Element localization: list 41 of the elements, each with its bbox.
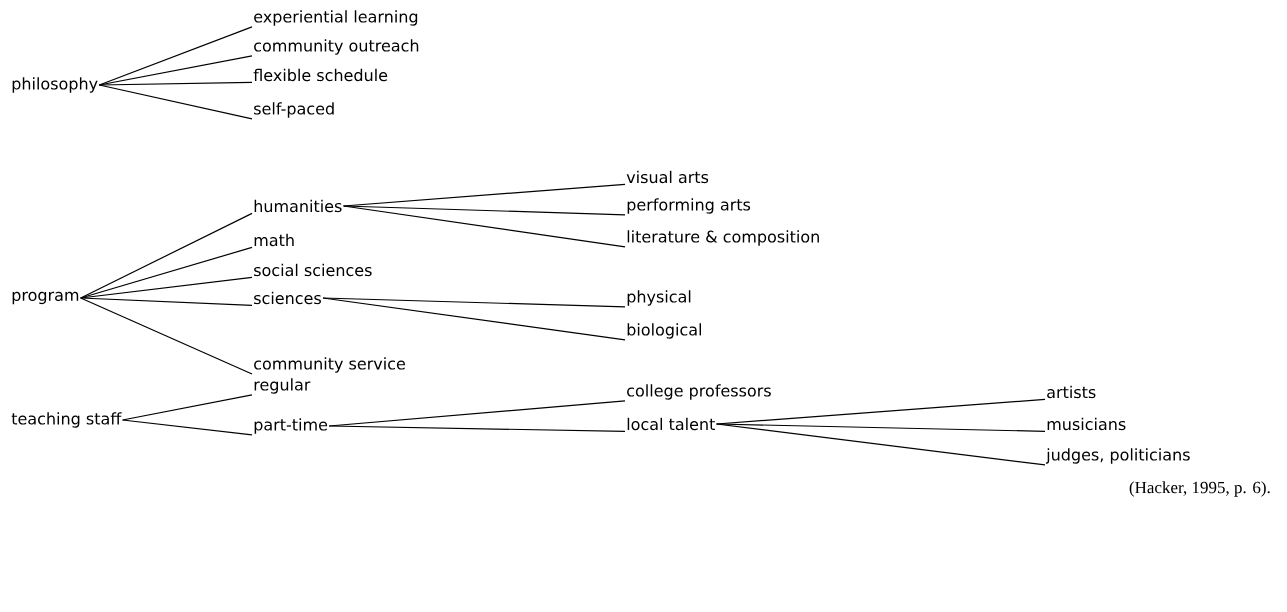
- branch-line: [715, 423, 1046, 432]
- branch-label: math: [254, 233, 294, 247]
- branch-label: local talent: [627, 417, 715, 431]
- branch-label: biological: [627, 323, 701, 339]
- branch-line: [98, 84, 253, 120]
- branch-label: program: [12, 291, 79, 305]
- branch-line: [342, 205, 626, 216]
- branch-label: sciences: [254, 291, 321, 305]
- branch-line: [98, 81, 253, 86]
- branch-label: musicians: [1047, 417, 1126, 431]
- branch-label: performing arts: [627, 198, 751, 214]
- branch-label: artists: [1047, 385, 1096, 399]
- branch-line: [322, 297, 626, 341]
- branch-label: college professors: [627, 384, 771, 400]
- branch-label: community outreach: [254, 39, 419, 55]
- citation: (Hacker, 1995, p. 6).: [1129, 481, 1270, 497]
- branch-label: flexible schedule: [253, 68, 388, 82]
- branch-label: physical: [627, 290, 691, 306]
- branch-label: philosophy: [12, 77, 98, 93]
- branch-line: [715, 423, 1046, 466]
- branch-line: [80, 212, 253, 299]
- branch-line: [322, 297, 626, 308]
- branch-line: [121, 394, 253, 421]
- branch-label: part-time: [254, 418, 328, 434]
- branch-line: [328, 425, 626, 432]
- branch-line: [80, 297, 253, 306]
- branch-label: experiential learning: [254, 10, 418, 26]
- branch-line: [98, 26, 253, 86]
- branch-label: self-paced: [254, 102, 334, 118]
- branch-line: [80, 297, 253, 375]
- branch-label: teaching staff: [11, 412, 122, 428]
- branch-line: [121, 419, 253, 436]
- branch-label: humanities: [254, 199, 342, 213]
- branch-label: regular: [254, 378, 311, 394]
- branch-line: [342, 205, 626, 248]
- branch-line: [80, 246, 253, 299]
- branch-label: judges, politicians: [1045, 448, 1190, 464]
- branch-label: literature & composition: [627, 230, 819, 246]
- branch-label: visual arts: [626, 170, 709, 184]
- branch-label: social sciences: [254, 263, 372, 277]
- branch-label: community service: [254, 357, 405, 373]
